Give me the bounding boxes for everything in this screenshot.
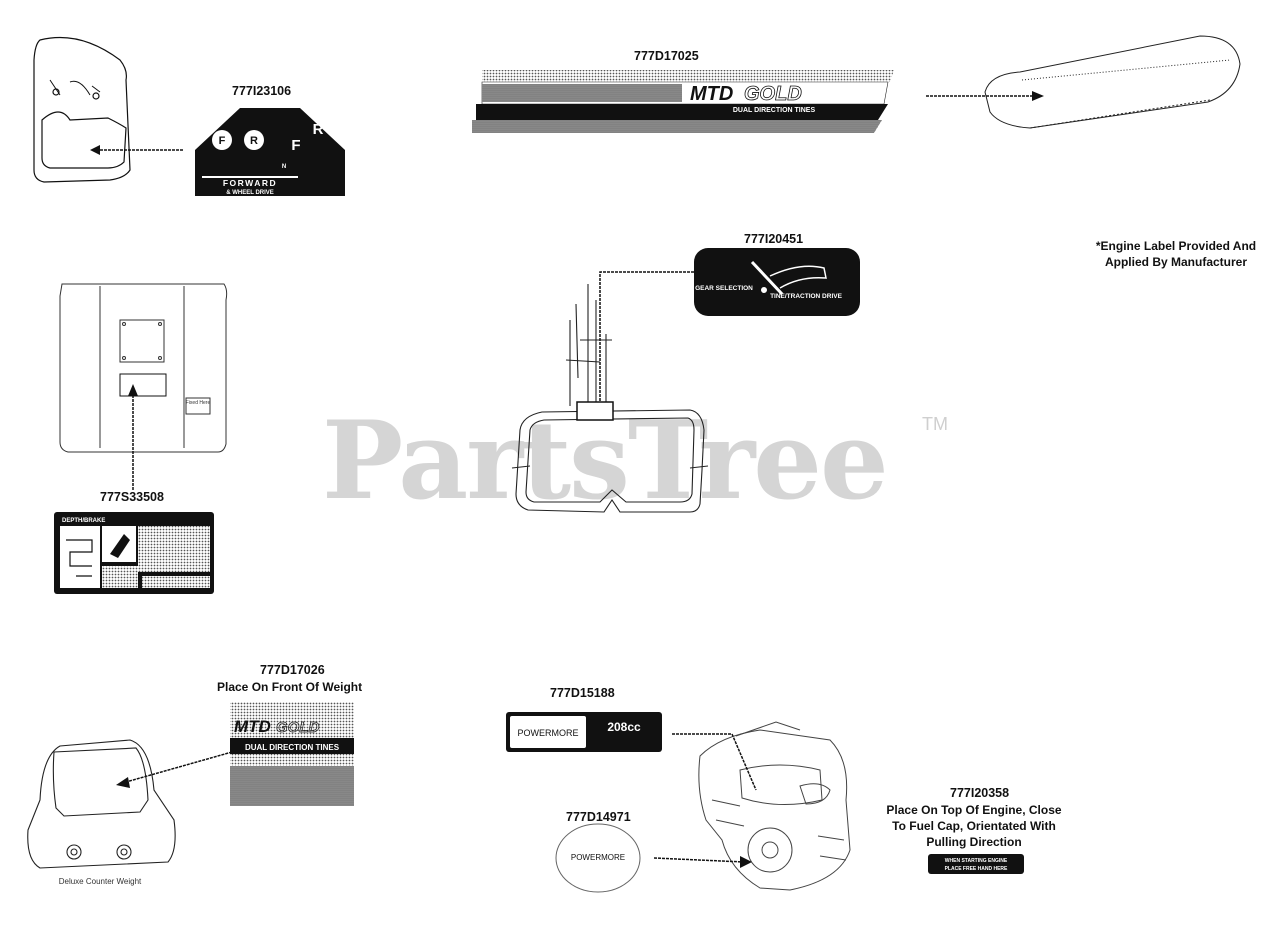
selection-left: GEAR SELECTION — [695, 285, 753, 292]
note-line-1: Place On Top Of Engine, Close — [886, 803, 1062, 817]
weight-decal: MTD GOLD DUAL DIRECTION TINES — [230, 702, 354, 806]
part-number-777I23106: 777I23106 — [232, 84, 292, 98]
weight-decal-model: GOLD — [276, 719, 319, 736]
mtd-model: GOLD — [744, 83, 802, 105]
weight-decal-tagline: DUAL DIRECTION TINES — [245, 743, 340, 752]
part-number-777S33508: 777S33508 — [100, 490, 164, 504]
shift-console-illustration — [33, 36, 131, 183]
note-line-2: To Fuel Cap, Orientated With — [892, 819, 1056, 833]
decal-letter-r: R — [313, 121, 324, 138]
part-number-777I20358: 777I20358 — [950, 786, 1010, 800]
powermore-round-brand: POWERMORE — [571, 853, 625, 862]
mtd-tagline: DUAL DIRECTION TINES — [733, 107, 816, 114]
pull-decal: WHEN STARTING ENGINE PLACE FREE HAND HER… — [928, 854, 1024, 874]
pull-line2: PLACE FREE HAND HERE — [945, 866, 1008, 872]
engine-note-line-2: Applied By Manufacturer — [1104, 255, 1248, 269]
counter-weight-illustration — [27, 739, 176, 869]
decal-forward: FORWARD — [223, 178, 277, 188]
counter-weight-caption: Deluxe Counter Weight — [59, 877, 142, 886]
leader-arrow-2 — [926, 91, 1044, 101]
part-number-777D17026: 777D17026 — [260, 663, 325, 677]
leader-lines-engine — [653, 733, 757, 868]
part-number-777D14971: 777D14971 — [566, 810, 631, 824]
svg-text:F: F — [219, 135, 226, 147]
selection-right: TINE/TRACTION DRIVE — [770, 293, 843, 300]
depth-brake-decal: DEPTH/BRAKE — [54, 512, 214, 594]
part-number-777D17025: 777D17025 — [634, 49, 699, 63]
leader-line-4 — [576, 271, 694, 421]
fuel-tank-illustration — [59, 283, 228, 453]
powermore-cc: 208cc — [607, 720, 641, 734]
drive-decal: F R F R N FORWARD & WHEEL DRIVE — [195, 108, 345, 196]
leader-arrow-3 — [128, 384, 138, 490]
weight-decal-brand: MTD — [234, 717, 271, 736]
watermark-tm: TM — [922, 414, 948, 434]
engine-note-line-1: *Engine Label Provided And — [1095, 239, 1257, 253]
powermore-cc-decal: POWERMORE 208cc — [506, 712, 662, 752]
depth-decal-title: DEPTH/BRAKE — [62, 518, 105, 524]
decal-letter-f: F — [291, 137, 300, 154]
powermore-round-decal: POWERMORE — [555, 823, 641, 893]
tine-shield-illustration — [984, 35, 1241, 129]
part-number-777I20451: 777I20451 — [744, 232, 804, 246]
part-note-777D17026: Place On Front Of Weight — [217, 680, 363, 694]
mtd-brand: MTD — [690, 83, 733, 105]
mtd-banner-decal: MTD GOLD DUAL DIRECTION TINES — [472, 70, 894, 133]
engine-label-note: *Engine Label Provided And Applied By Ma… — [1080, 238, 1272, 270]
selection-decal: GEAR SELECTION TINE/TRACTION DRIVE — [694, 248, 860, 316]
part-note-777I20358: Place On Top Of Engine, Close To Fuel Ca… — [886, 802, 1062, 850]
powermore-brand: POWERMORE — [517, 728, 578, 738]
tank-label-text: Fixed Here — [186, 400, 211, 406]
handlebar-illustration — [511, 284, 709, 513]
engine-illustration — [698, 721, 851, 891]
part-number-777D15188: 777D15188 — [550, 686, 615, 700]
svg-text:R: R — [250, 135, 258, 147]
decal-letter-n: N — [282, 164, 286, 170]
leader-arrow-5 — [116, 751, 233, 788]
decal-wheel-drive: & WHEEL DRIVE — [226, 190, 274, 196]
leader-arrow-1 — [90, 145, 183, 155]
pull-line1: WHEN STARTING ENGINE — [945, 858, 1008, 864]
note-line-3: Pulling Direction — [926, 835, 1022, 849]
